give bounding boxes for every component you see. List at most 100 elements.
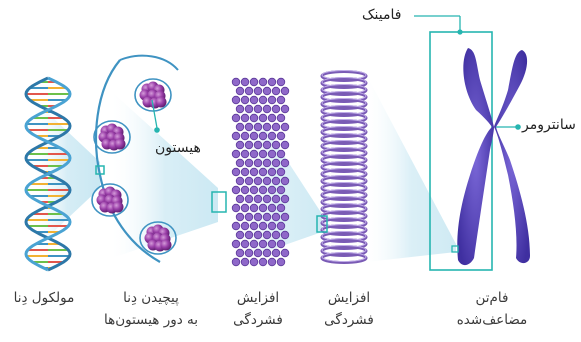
fiber-bead bbox=[250, 78, 258, 86]
fiber-bead bbox=[236, 87, 244, 95]
fiber-bead bbox=[250, 150, 258, 158]
fiber-bead bbox=[232, 204, 240, 212]
fiber-bead bbox=[254, 177, 262, 185]
fiber-bead bbox=[245, 195, 253, 203]
fiber-bead bbox=[232, 186, 240, 194]
fiber-bead bbox=[277, 114, 285, 122]
fiber-bead bbox=[254, 87, 262, 95]
fiber-bead bbox=[254, 249, 262, 257]
fiber-bead bbox=[232, 240, 240, 248]
callout-centromere-text: سانترومر bbox=[522, 117, 576, 133]
fiber-bead bbox=[245, 105, 253, 113]
fiber-bead bbox=[281, 141, 289, 149]
fiber-bead bbox=[272, 141, 280, 149]
fiber-bead bbox=[272, 249, 280, 257]
fiber-bead bbox=[254, 231, 262, 239]
fiber-bead bbox=[281, 177, 289, 185]
fiber-bead bbox=[241, 78, 249, 86]
chromatid-right bbox=[494, 50, 530, 263]
fiber-bead bbox=[263, 249, 271, 257]
fiber-bead bbox=[268, 186, 276, 194]
fiber-bead bbox=[232, 132, 240, 140]
label-duplicated-chromosome: فام‌تن مضاعف‌شده bbox=[444, 287, 540, 331]
fiber-bead bbox=[236, 105, 244, 113]
fiber-bead bbox=[241, 114, 249, 122]
fiber-bead bbox=[236, 231, 244, 239]
fiber-bead bbox=[254, 105, 262, 113]
chromatin-fiber-coiled bbox=[322, 71, 366, 263]
fiber-bead bbox=[245, 123, 253, 131]
label-compaction-2: افزایش فشردگی bbox=[316, 287, 382, 331]
fiber-bead bbox=[272, 213, 280, 221]
fiber-bead bbox=[263, 195, 271, 203]
fiber-bead bbox=[250, 96, 258, 104]
fiber-bead bbox=[277, 258, 285, 266]
fiber-bead bbox=[281, 195, 289, 203]
chromatid-left bbox=[457, 48, 494, 265]
fiber-bead bbox=[259, 240, 267, 248]
fiber-bead bbox=[254, 195, 262, 203]
fiber-bead bbox=[259, 150, 267, 158]
fiber-bead bbox=[241, 186, 249, 194]
fiber-bead bbox=[236, 249, 244, 257]
fiber-bead bbox=[250, 114, 258, 122]
fiber-bead bbox=[250, 186, 258, 194]
fiber-bead bbox=[268, 78, 276, 86]
fiber-bead bbox=[232, 258, 240, 266]
fiber-bead bbox=[236, 123, 244, 131]
fiber-bead bbox=[245, 87, 253, 95]
fiber-bead bbox=[232, 150, 240, 158]
fiber-bead bbox=[281, 231, 289, 239]
fiber-bead bbox=[277, 222, 285, 230]
fiber-bead bbox=[263, 123, 271, 131]
fiber-bead bbox=[268, 114, 276, 122]
fiber-bead bbox=[268, 132, 276, 140]
fiber-bead bbox=[281, 105, 289, 113]
fiber-bead bbox=[250, 240, 258, 248]
fiber-bead bbox=[236, 213, 244, 221]
histone-bead bbox=[113, 202, 124, 213]
fiber-bead bbox=[241, 150, 249, 158]
fiber-bead bbox=[259, 186, 267, 194]
fiber-bead bbox=[232, 78, 240, 86]
fiber-bead bbox=[241, 168, 249, 176]
fiber-bead bbox=[236, 195, 244, 203]
fiber-bead bbox=[272, 231, 280, 239]
fiber-bead bbox=[259, 78, 267, 86]
fiber-bead bbox=[281, 213, 289, 221]
fiber-bead bbox=[272, 177, 280, 185]
fiber-bead bbox=[277, 204, 285, 212]
fiber-bead bbox=[268, 168, 276, 176]
fiber-bead bbox=[241, 204, 249, 212]
fiber-bead bbox=[254, 159, 262, 167]
fiber-bead bbox=[241, 222, 249, 230]
fiber-bead bbox=[254, 123, 262, 131]
fiber-bead bbox=[236, 177, 244, 185]
fiber-bead bbox=[272, 87, 280, 95]
fiber-bead bbox=[245, 177, 253, 185]
fiber-bead bbox=[277, 132, 285, 140]
fiber-bead bbox=[263, 213, 271, 221]
fiber-bead bbox=[245, 159, 253, 167]
fiber-bead bbox=[250, 258, 258, 266]
fiber-bead bbox=[263, 141, 271, 149]
fiber-bead bbox=[268, 240, 276, 248]
fiber-bead bbox=[250, 132, 258, 140]
fiber-bead bbox=[263, 105, 271, 113]
fiber-bead bbox=[268, 258, 276, 266]
fiber-bead bbox=[268, 204, 276, 212]
fiber-bead bbox=[277, 168, 285, 176]
fiber-bead bbox=[277, 240, 285, 248]
fiber-bead bbox=[236, 159, 244, 167]
fiber-bead bbox=[263, 231, 271, 239]
fiber-bead bbox=[250, 168, 258, 176]
fiber-bead bbox=[259, 222, 267, 230]
fiber-bead bbox=[277, 186, 285, 194]
fiber-bead bbox=[241, 258, 249, 266]
fiber-bead bbox=[259, 132, 267, 140]
histone-bead bbox=[115, 139, 126, 150]
callout-chromatid-text: فامینک bbox=[362, 7, 401, 23]
fiber-bead bbox=[281, 123, 289, 131]
fiber-bead bbox=[245, 231, 253, 239]
